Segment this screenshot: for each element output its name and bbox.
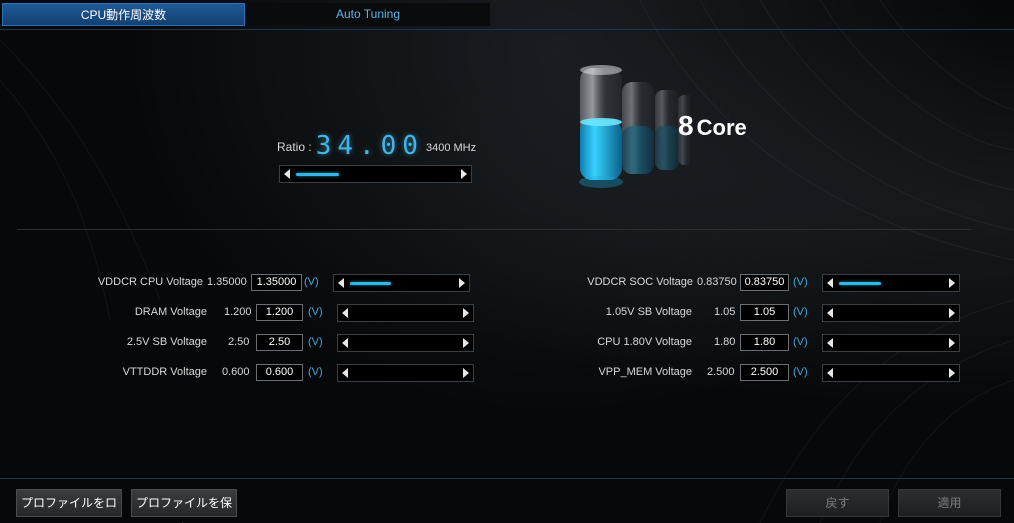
voltage-row-vpp-mem: VPP_MEM Voltage 2.500 2.500 (V) xyxy=(490,363,970,383)
voltage-input[interactable]: 1.35000 xyxy=(251,274,302,291)
decrease-arrow-icon[interactable] xyxy=(827,368,833,378)
increase-arrow-icon[interactable] xyxy=(463,368,469,378)
voltage-row-vddcr-cpu: VDDCR CPU Voltage 1.35000 1.35000 (V) xyxy=(0,273,480,293)
ratio-frequency: 3400 MHz xyxy=(425,142,477,154)
voltage-unit: (V) xyxy=(308,336,323,348)
voltage-slider-fill xyxy=(839,282,881,285)
ratio-slider-track[interactable] xyxy=(294,166,457,182)
ratio-label: Ratio : xyxy=(277,140,312,154)
voltage-label: VDDCR CPU Voltage xyxy=(97,276,203,288)
voltage-slider-track[interactable] xyxy=(837,365,945,381)
voltage-input[interactable]: 2.50 xyxy=(256,334,303,351)
voltage-unit: (V) xyxy=(793,306,808,318)
decrease-arrow-icon[interactable] xyxy=(342,338,348,348)
decrease-arrow-icon[interactable] xyxy=(342,368,348,378)
core-count-label: Core xyxy=(696,115,747,140)
ratio-value: 34.00 xyxy=(315,131,424,161)
voltage-slider[interactable] xyxy=(822,364,960,382)
voltage-label: VDDCR SOC Voltage xyxy=(587,276,693,288)
section-divider xyxy=(17,229,971,230)
voltage-current-value: 1.35000 xyxy=(207,276,247,288)
voltage-current-value: 2.50 xyxy=(228,336,250,348)
increase-arrow-icon[interactable] xyxy=(949,338,955,348)
voltage-input[interactable]: 2.500 xyxy=(740,364,789,381)
voltage-label: 1.05V SB Voltage xyxy=(605,306,692,318)
increase-arrow-icon[interactable] xyxy=(949,308,955,318)
voltage-slider-track[interactable] xyxy=(348,275,455,291)
voltage-slider-track[interactable] xyxy=(352,305,459,321)
voltage-slider-track[interactable] xyxy=(837,305,945,321)
voltage-row-1-05v-sb: 1.05V SB Voltage 1.05 1.05 (V) xyxy=(490,303,970,323)
voltage-label: CPU 1.80V Voltage xyxy=(597,336,692,348)
voltage-slider[interactable] xyxy=(337,304,474,322)
core-cylinders-graphic xyxy=(570,60,694,200)
voltage-slider[interactable] xyxy=(337,334,474,352)
voltage-row-dram: DRAM Voltage 1.200 1.200 (V) xyxy=(0,303,480,323)
voltage-slider[interactable] xyxy=(333,274,470,292)
voltage-label: DRAM Voltage xyxy=(134,306,207,318)
apply-button[interactable]: 適用 xyxy=(898,489,1001,517)
tab-bar: CPU動作周波数 Auto Tuning xyxy=(0,0,1014,30)
voltage-current-value: 0.83750 xyxy=(697,276,737,288)
voltage-slider[interactable] xyxy=(822,304,960,322)
voltage-current-value: 1.05 xyxy=(714,306,736,318)
core-count: 8 Core xyxy=(678,110,747,142)
increase-arrow-icon[interactable] xyxy=(949,368,955,378)
core-count-number: 8 xyxy=(678,110,694,141)
save-profile-button[interactable]: プロファイルを保存 xyxy=(131,489,237,523)
voltage-slider[interactable] xyxy=(822,274,960,292)
voltage-label: VTTDDR Voltage xyxy=(122,366,207,378)
voltage-input[interactable]: 1.200 xyxy=(256,304,303,321)
voltage-unit: (V) xyxy=(793,336,808,348)
voltage-input[interactable]: 1.80 xyxy=(740,334,789,351)
voltage-unit: (V) xyxy=(304,276,319,288)
voltage-current-value: 1.200 xyxy=(224,306,252,318)
footer-divider xyxy=(0,478,1014,479)
voltage-current-value: 1.80 xyxy=(714,336,736,348)
voltage-unit: (V) xyxy=(793,366,808,378)
voltage-label: 2.5V SB Voltage xyxy=(126,336,207,348)
voltage-row-vddcr-soc: VDDCR SOC Voltage 0.83750 0.83750 (V) xyxy=(490,273,970,293)
decrease-arrow-icon[interactable] xyxy=(827,278,833,288)
revert-button[interactable]: 戻す xyxy=(786,489,889,517)
decrease-arrow-icon[interactable] xyxy=(338,278,344,288)
voltage-current-value: 0.600 xyxy=(222,366,250,378)
load-profile-button[interactable]: プロファイルをロード xyxy=(16,489,122,523)
decrease-arrow-icon[interactable] xyxy=(342,308,348,318)
voltage-slider[interactable] xyxy=(822,334,960,352)
increase-arrow-icon[interactable] xyxy=(949,278,955,288)
tab-cpu-frequency[interactable]: CPU動作周波数 xyxy=(2,3,245,26)
voltage-input[interactable]: 0.83750 xyxy=(740,274,789,291)
increase-arrow-icon[interactable] xyxy=(463,308,469,318)
decrease-arrow-icon[interactable] xyxy=(827,308,833,318)
decrease-arrow-icon[interactable] xyxy=(827,338,833,348)
voltage-row-vttddr: VTTDDR Voltage 0.600 0.600 (V) xyxy=(0,363,480,383)
voltage-slider-track[interactable] xyxy=(837,275,945,291)
voltage-slider-track[interactable] xyxy=(837,335,945,351)
ratio-display: Ratio : 34.00 3400 MHz xyxy=(277,131,477,161)
increase-arrow-icon[interactable] xyxy=(463,338,469,348)
voltage-unit: (V) xyxy=(793,276,808,288)
ratio-slider[interactable] xyxy=(279,165,472,183)
ratio-increase-arrow-icon[interactable] xyxy=(461,169,467,179)
ratio-slider-fill xyxy=(296,173,339,176)
voltage-input[interactable]: 1.05 xyxy=(740,304,789,321)
increase-arrow-icon[interactable] xyxy=(459,278,465,288)
voltage-input[interactable]: 0.600 xyxy=(256,364,303,381)
voltage-slider-track[interactable] xyxy=(352,365,459,381)
voltage-row-2-5v-sb: 2.5V SB Voltage 2.50 2.50 (V) xyxy=(0,333,480,353)
voltage-row-cpu-1-80v: CPU 1.80V Voltage 1.80 1.80 (V) xyxy=(490,333,970,353)
voltage-current-value: 2.500 xyxy=(707,366,735,378)
voltage-slider-fill xyxy=(350,282,391,285)
voltage-slider[interactable] xyxy=(337,364,474,382)
voltage-unit: (V) xyxy=(308,306,323,318)
voltage-label: VPP_MEM Voltage xyxy=(598,366,692,378)
tab-auto-tuning[interactable]: Auto Tuning xyxy=(246,3,490,26)
ratio-decrease-arrow-icon[interactable] xyxy=(284,169,290,179)
voltage-slider-track[interactable] xyxy=(352,335,459,351)
voltage-unit: (V) xyxy=(308,366,323,378)
